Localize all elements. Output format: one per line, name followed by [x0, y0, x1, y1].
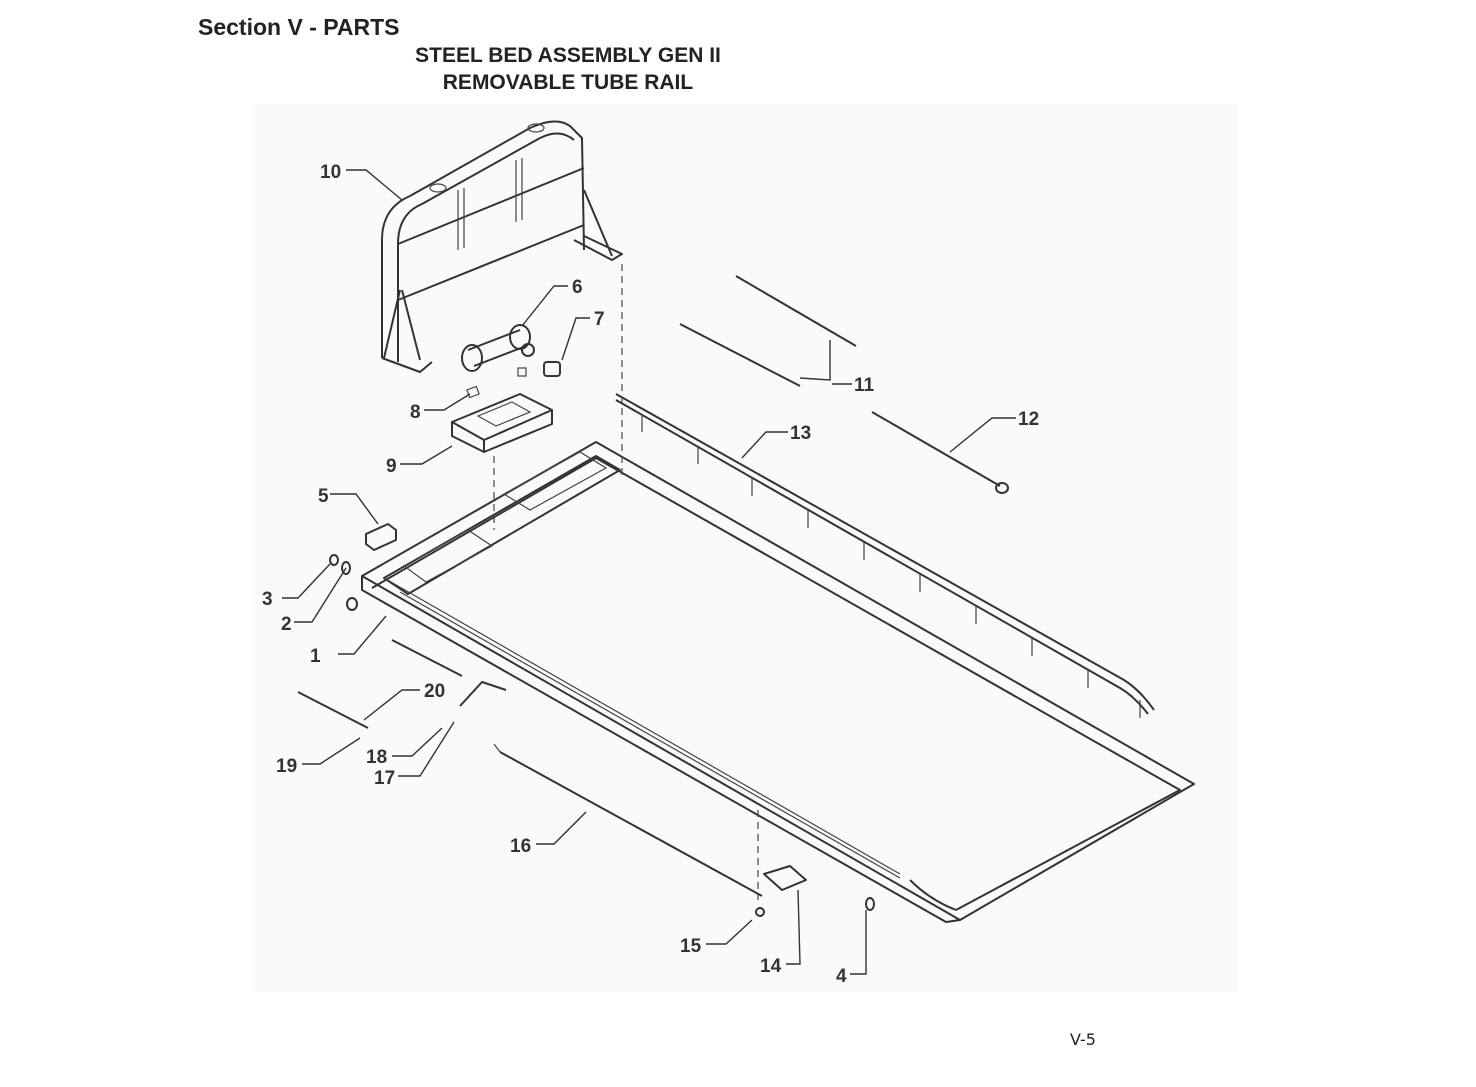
drawing-area [252, 104, 1237, 992]
callout-19: 19 [276, 756, 297, 777]
steel-bed [361, 264, 1195, 923]
callout-17: 17 [374, 768, 395, 789]
callout-2: 2 [281, 614, 292, 635]
page-number: V-5 [1070, 1030, 1096, 1049]
callout-1: 1 [310, 646, 321, 667]
diagram-heading: STEEL BED ASSEMBLY GEN II REMOVABLE TUBE… [368, 42, 768, 96]
tube-rail [615, 393, 1155, 718]
callout-6: 6 [572, 277, 583, 298]
small-parts [297, 523, 875, 917]
section-title: Section V - PARTS [198, 14, 400, 40]
callout-13: 13 [790, 423, 811, 444]
callout-20: 20 [424, 681, 445, 702]
headache-rack [381, 120, 623, 373]
winch-mount [451, 385, 553, 530]
winch-assembly [461, 324, 561, 377]
heading-line-1: STEEL BED ASSEMBLY GEN II [415, 44, 721, 67]
callout-10: 10 [320, 162, 341, 183]
callout-leaders [282, 169, 1016, 975]
callout-5: 5 [318, 486, 329, 507]
callout-9: 9 [386, 456, 397, 477]
callout-18: 18 [366, 747, 387, 768]
callout-14: 14 [760, 956, 782, 977]
heading-line-2: REMOVABLE TUBE RAIL [442, 71, 694, 94]
callout-8: 8 [410, 402, 421, 423]
callout-labels: 1 2 3 4 5 6 7 8 9 10 11 12 13 14 15 16 1… [262, 162, 1039, 987]
callout-7: 7 [594, 309, 605, 330]
callout-4: 4 [836, 966, 847, 987]
callout-11: 11 [854, 375, 875, 396]
callout-12: 12 [1018, 409, 1039, 430]
callout-15: 15 [680, 936, 702, 957]
cables [679, 275, 1009, 494]
callout-16: 16 [510, 836, 531, 857]
callout-3: 3 [262, 589, 273, 610]
